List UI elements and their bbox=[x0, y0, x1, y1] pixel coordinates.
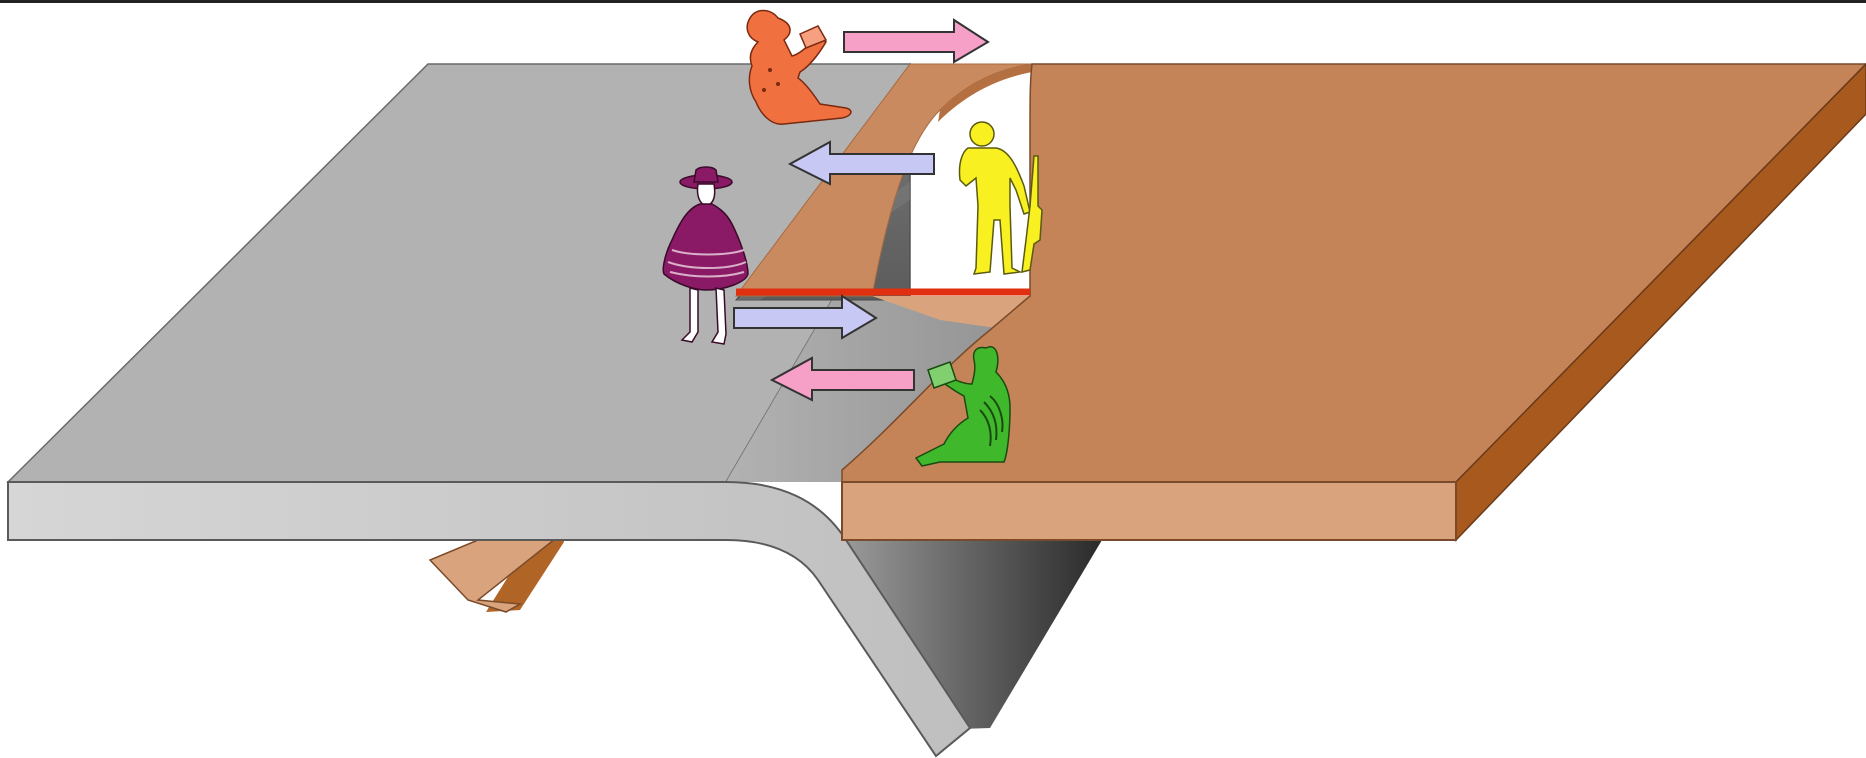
arrow-right-pink-icon bbox=[844, 20, 988, 62]
gray-plate-front bbox=[8, 482, 970, 756]
brown-plate-front bbox=[842, 482, 1456, 540]
frame-top-border bbox=[0, 0, 1866, 3]
